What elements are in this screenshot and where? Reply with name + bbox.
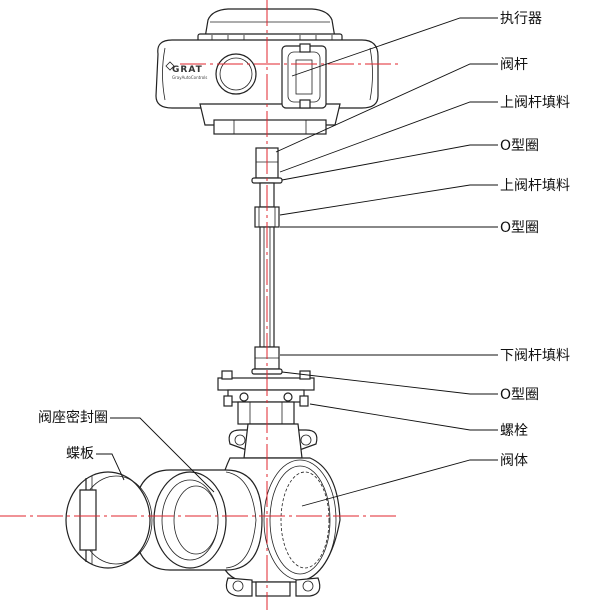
mounting-flange <box>217 370 315 425</box>
label-actuator: 执行器 <box>500 11 542 27</box>
callout-labels: 执行器 阀杆 上阀杆填料 O型圈 上阀杆填料 O型圈 下阀杆填料 O型圈 螺栓 … <box>38 11 570 469</box>
label-o-ring-2: O型圈 <box>500 220 539 236</box>
bolt-head-left <box>221 370 233 380</box>
label-upper-packing-1: 上阀杆填料 <box>500 95 570 111</box>
brand-subtitle: GrayAutoControls <box>172 75 207 80</box>
label-o-ring-1: O型圈 <box>500 138 539 154</box>
label-lower-packing: 下阀杆填料 <box>500 348 570 364</box>
label-body: 阀体 <box>500 453 528 469</box>
label-bolt: 螺栓 <box>500 423 528 439</box>
seat-seal-ring <box>133 469 263 571</box>
center-lines <box>0 0 400 610</box>
label-stem: 阀杆 <box>500 57 528 73</box>
butterfly-disc <box>65 471 153 569</box>
label-disc: 蝶板 <box>66 446 94 462</box>
leader-lines <box>96 17 498 507</box>
label-upper-packing-2: 上阀杆填料 <box>500 178 570 194</box>
label-o-ring-3: O型圈 <box>500 387 539 403</box>
brand-name: GRAT <box>172 65 203 75</box>
label-seat-seal: 阀座密封圈 <box>38 409 108 426</box>
